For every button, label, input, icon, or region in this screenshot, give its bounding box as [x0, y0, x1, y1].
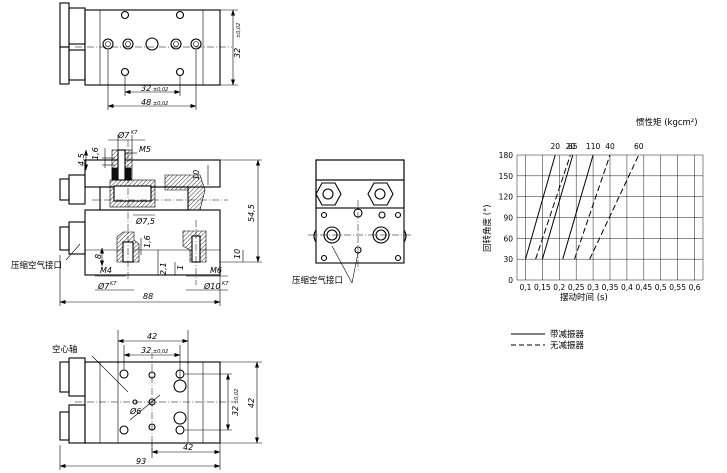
chart-x-tick-label: 0,1 — [519, 283, 531, 292]
dim-top-inner: 32 — [141, 84, 151, 93]
chart-x-tick-label: 0,35 — [602, 283, 619, 292]
chart-ylabel: 回转角度 (°) — [482, 204, 493, 252]
chart-y-tick-label: 60 — [503, 234, 513, 243]
chart-curve-label: 40 — [605, 142, 615, 151]
chart-series-line-solid — [525, 154, 556, 260]
chart-curve-label: 60 — [634, 142, 644, 151]
dim-top-outer: 48 — [141, 98, 151, 107]
chart-x-tick-label: 0,25 — [568, 283, 585, 292]
dim-top-height-tol: ±0,02 — [236, 23, 242, 38]
hollow-shaft-label: 空心轴 — [52, 344, 78, 355]
dim-d7-5: Ø7,5 — [135, 216, 155, 226]
chart-series-line-dashed — [589, 154, 640, 260]
chart-series-line-dashed — [574, 154, 611, 260]
chart-y-tick-label: 30 — [503, 255, 513, 264]
bottom-view: 42 32 ±0,02 Ø6 32 ±0,02 42 42 93 空心轴 — [52, 330, 262, 470]
chart-x-tick-label: 0,15 — [534, 283, 551, 292]
chart-series-line-solid — [562, 154, 594, 260]
dim-top-inner-tol: ±0,02 — [153, 87, 168, 93]
dim-4-5: 4,5 — [77, 153, 86, 166]
dim-42-bottom: 42 — [183, 443, 193, 452]
chart-grid — [516, 154, 704, 281]
chart-y-tick-label: 180 — [499, 151, 514, 160]
dim-10-lower: 10 — [233, 249, 242, 259]
chart-xlabel: 摆动时间 (s) — [560, 292, 608, 303]
chart-y-tick-label: 120 — [499, 193, 514, 202]
chart-y-tick-label: 150 — [499, 172, 514, 181]
dim-1: 1 — [176, 265, 185, 270]
dim-32-vertical: 32 — [231, 406, 240, 416]
chart-x-tick-label: 0,4 — [621, 283, 633, 292]
side-section-view: Ø7 K7 M5 1,6 4,5 10 54,5 Ø7,5 1,6 8 2,1 … — [11, 130, 262, 306]
dim-top-outer-tol: ±0,02 — [153, 101, 168, 107]
air-port-label-side: 压缩空气接口 — [11, 260, 62, 271]
chart-series-line-solid — [541, 154, 574, 260]
legend-solid-label: 带减振器 — [550, 329, 585, 340]
dim-d6: Ø6 — [129, 406, 141, 416]
chart-series — [525, 154, 640, 260]
dim-1-6-upper: 1,6 — [91, 147, 100, 160]
port-holes — [102, 10, 202, 77]
dim-d7-lower: Ø7 — [97, 281, 110, 291]
dim-54-5: 54,5 — [247, 204, 256, 222]
dim-d7-upper-fit: K7 — [131, 130, 138, 136]
chart-x-tick-label: 0,55 — [669, 283, 686, 292]
dim-32-horizontal: 32 — [141, 346, 151, 355]
air-port-label-front: 压缩空气接口 — [292, 275, 343, 286]
dim-42-top: 42 — [147, 332, 157, 341]
chart-x-tick-label: 0,5 — [655, 283, 667, 292]
dim-1-6-lower: 1,6 — [143, 235, 152, 248]
dim-32-horizontal-tol: ±0,02 — [153, 349, 168, 355]
front-view: 压缩空气接口 — [292, 159, 412, 286]
dim-2-1: 2,1 — [159, 262, 168, 275]
chart-x-tick-label: 0,45 — [635, 283, 652, 292]
dim-m6: M6 — [210, 266, 222, 275]
chart-y-ticks: 0 30 60 90 120 150 180 — [499, 151, 514, 285]
chart-curve-label: 20 — [550, 142, 560, 151]
dim-top-height: 32 — [233, 48, 242, 58]
dim-8: 8 — [94, 254, 103, 259]
chart-y-tick-label: 90 — [503, 214, 513, 223]
dim-88: 88 — [143, 292, 153, 301]
legend-dashed-label: 无减振器 — [550, 340, 585, 351]
chart-series-line-dashed — [535, 154, 571, 260]
chart-curve-label: 110 — [586, 142, 601, 151]
chart-x-tick-label: 0,2 — [553, 283, 565, 292]
chart-y-tick-label: 0 — [508, 276, 513, 285]
dim-32-vertical-tol: ±0,02 — [234, 389, 240, 404]
dim-d10: Ø10 — [203, 281, 220, 291]
dim-m5: M5 — [139, 145, 151, 154]
dim-m4: M4 — [100, 266, 112, 275]
chart-x-tick-label: 0,6 — [689, 283, 701, 292]
chart-curve-label: 65 — [568, 142, 578, 151]
chart-title: 惯性矩 (kgcm²) — [636, 117, 698, 128]
top-view: 32 ±0,02 32 ±0,02 48 ±0,02 — [59, 2, 242, 110]
dim-42-vertical: 42 — [247, 398, 256, 408]
dim-10-upper: 10 — [192, 170, 201, 180]
dim-d10-fit: K7 — [222, 281, 229, 287]
dim-d7-upper: Ø7 — [117, 130, 130, 140]
chart-curve-label: 20 — [566, 142, 576, 151]
dim-93: 93 — [136, 457, 146, 466]
chart-x-tick-label: 0,3 — [587, 283, 599, 292]
dim-d7-lower-fit: K7 — [110, 281, 117, 287]
chart-legend: 带减振器 无减振器 — [511, 329, 585, 351]
